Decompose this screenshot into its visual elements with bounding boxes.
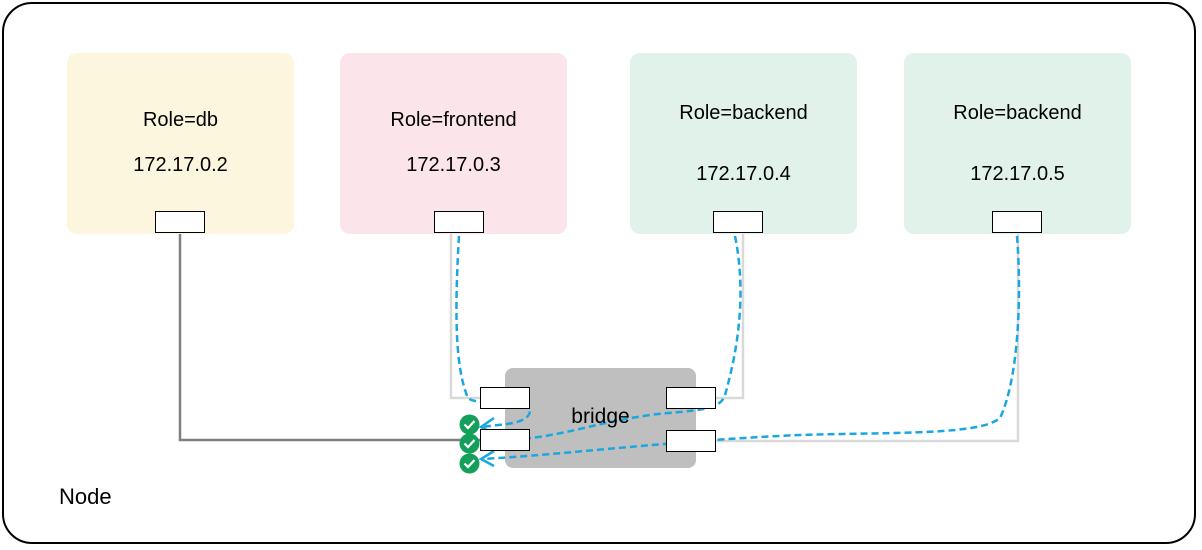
bridge [505,368,696,468]
bridge-port-frontend [480,387,530,409]
bridge-port-db [480,429,530,451]
pod-db: Role=db 172.17.0.2 [67,53,294,234]
pod-role-label: Role=db [142,109,219,131]
backend1-link-wire [716,234,745,400]
pod-db-port [155,211,205,233]
frontend-link-wire [449,234,480,400]
bridge-port-backend-2 [666,430,716,452]
db-link-wire [178,234,480,442]
flow-backend1-to-db [481,235,742,443]
arrowhead [478,449,495,468]
pod-backend-1: Role=backend 172.17.0.4 [630,53,857,234]
pod-role-label: Role=backend [679,102,808,124]
check-circle-icon [459,414,480,435]
pod-frontend-port [434,211,484,233]
pod-backend-2-port [992,211,1042,233]
pod-ip-label: 172.17.0.5 [970,163,1065,185]
bridge-port-backend-1 [666,387,716,409]
pod-role-label: Role=frontend [390,109,517,131]
node-label: Node [59,484,112,509]
check-circle-icon [459,433,480,454]
bridge-label: bridge [571,405,630,428]
pod-ip-label: 172.17.0.3 [406,154,501,176]
pod-frontend: Role=frontend 172.17.0.3 [340,53,567,234]
backend2-link-wire [716,234,1020,443]
flow-backend2-to-db [481,235,1021,461]
pod-role-label: Role=backend [953,102,1082,124]
pod-backend-1-port [713,211,763,233]
pod-ip-label: 172.17.0.2 [133,154,228,176]
pod-ip-label: 172.17.0.4 [696,163,791,185]
check-circle-icon [459,453,480,474]
pod-backend-2: Role=backend 172.17.0.5 [904,53,1131,234]
